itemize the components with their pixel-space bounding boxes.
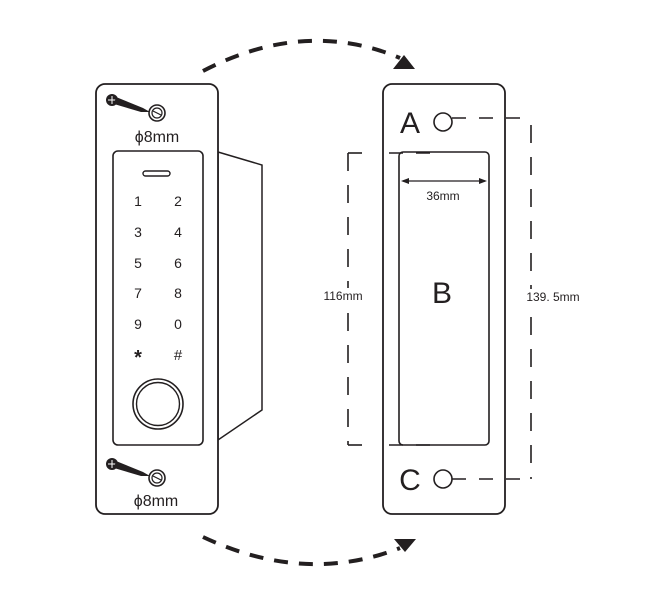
keypad-panel (112, 150, 204, 446)
bottom-hole-label: ϕ8mm (134, 493, 179, 510)
top-screw-icon (106, 94, 150, 112)
height-dimension-label: 116mm (323, 289, 362, 303)
front-view: ϕ8mm 1 2 3 4 5 6 7 8 9 0 * # (95, 83, 263, 515)
key-hash[interactable]: # (174, 347, 183, 364)
hole-c-icon (433, 469, 453, 489)
key-star[interactable]: * (134, 347, 142, 369)
arrow-left-icon (401, 178, 409, 184)
key-3[interactable]: 3 (134, 224, 142, 240)
key-7[interactable]: 7 (134, 285, 142, 301)
keypad-keys: 1 2 3 4 5 6 7 8 9 0 * # (134, 193, 183, 369)
device-housing (95, 83, 219, 515)
top-arc-dashed (202, 38, 401, 73)
key-9[interactable]: 9 (134, 316, 142, 332)
top-flip-arrow (202, 38, 415, 73)
fingerprint-sensor-icon[interactable] (132, 378, 184, 430)
cutout-b (398, 151, 490, 446)
top-arrowhead-icon (393, 55, 415, 69)
hole-a-icon (433, 112, 453, 132)
key-8[interactable]: 8 (174, 285, 182, 301)
bottom-flip-arrow (202, 535, 416, 567)
key-6[interactable]: 6 (174, 255, 182, 271)
mounting-template (382, 83, 506, 515)
hole-a-label: A (400, 107, 420, 140)
key-4[interactable]: 4 (174, 224, 182, 240)
top-hole-label: ϕ8mm (135, 129, 180, 146)
bottom-arc-dashed (202, 535, 401, 567)
back-view: A B 36mm C 116mm 1 (318, 83, 584, 515)
key-5[interactable]: 5 (134, 255, 142, 271)
height-label-bg (318, 288, 372, 302)
bottom-arrowhead-icon (394, 539, 416, 552)
led-indicator-icon (142, 170, 171, 177)
key-1[interactable]: 1 (134, 193, 142, 209)
top-mount-hole-icon (148, 104, 166, 122)
width-dimension-label: 36mm (426, 189, 459, 203)
cutout-b-label: B (432, 277, 452, 310)
width-dimension (401, 178, 487, 184)
hole-c-label: C (399, 464, 421, 497)
bottom-mount-hole-icon (148, 469, 166, 487)
arrow-right-icon (479, 178, 487, 184)
hole-spacing-label: 139. 5mm (526, 290, 579, 304)
device-side-panel (217, 150, 263, 442)
spacing-label-bg (512, 289, 584, 303)
key-2[interactable]: 2 (174, 193, 182, 209)
key-0[interactable]: 0 (174, 316, 182, 332)
bottom-screw-icon (106, 458, 150, 476)
